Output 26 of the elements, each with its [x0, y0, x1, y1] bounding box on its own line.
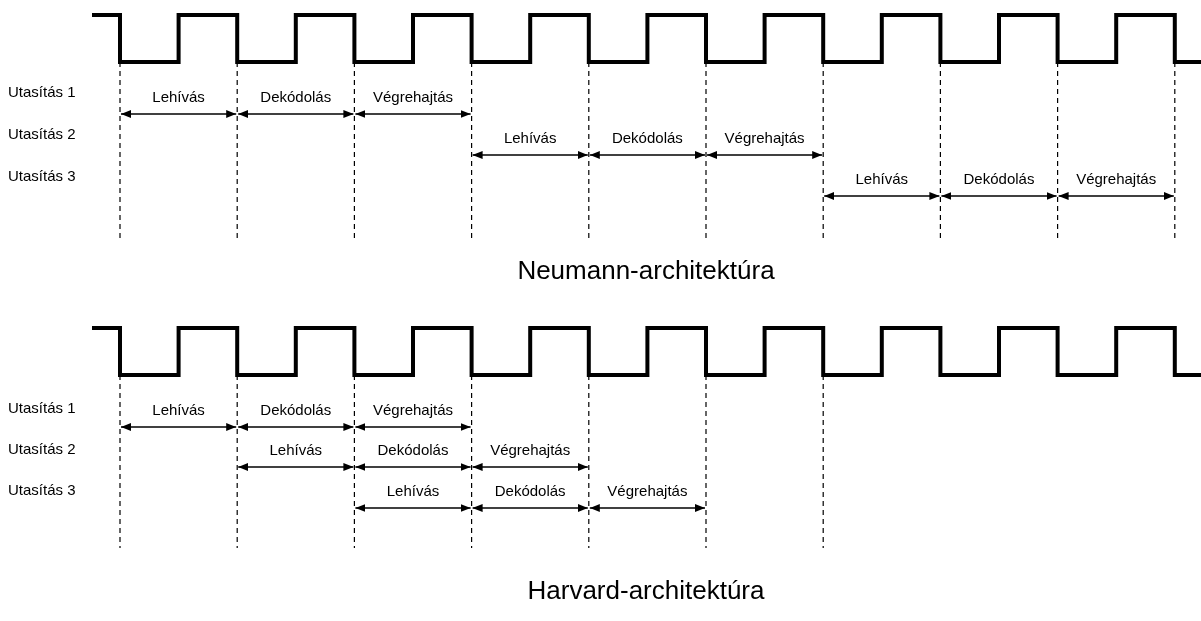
phase-label: Dekódolás: [493, 482, 567, 499]
phase-label: Végrehajtás: [606, 482, 689, 499]
row-label: Utasítás 3: [8, 481, 76, 498]
phase-label: Dekódolás: [610, 129, 684, 146]
phase-label: Lehívás: [151, 88, 206, 105]
phase-label: Lehívás: [385, 482, 441, 499]
phase-label: Dekódolás: [259, 401, 333, 418]
row-label: Utasítás 2: [8, 125, 76, 142]
panel-title: Harvard-architektúra: [526, 575, 766, 606]
phase-label: Dekódolás: [259, 88, 333, 105]
phase-label: Lehívás: [151, 401, 206, 418]
phase-label: Dekódolás: [962, 170, 1036, 187]
phase-label: Végrehajtás: [723, 129, 806, 146]
phase-label: Végrehajtás: [1075, 170, 1158, 187]
phase-label: Lehívás: [268, 441, 324, 458]
row-label: Utasítás 2: [8, 440, 76, 457]
phase-label: Végrehajtás: [371, 401, 454, 418]
phase-label: Dekódolás: [376, 441, 450, 458]
row-label: Utasítás 3: [8, 167, 76, 184]
row-label: Utasítás 1: [8, 399, 76, 416]
panel-title: Neumann-architektúra: [516, 255, 776, 286]
phase-label: Lehívás: [502, 129, 558, 146]
row-label: Utasítás 1: [8, 83, 76, 100]
phase-label: Végrehajtás: [371, 88, 454, 105]
phase-label: Végrehajtás: [489, 441, 572, 458]
phase-label: Lehívás: [854, 170, 910, 187]
